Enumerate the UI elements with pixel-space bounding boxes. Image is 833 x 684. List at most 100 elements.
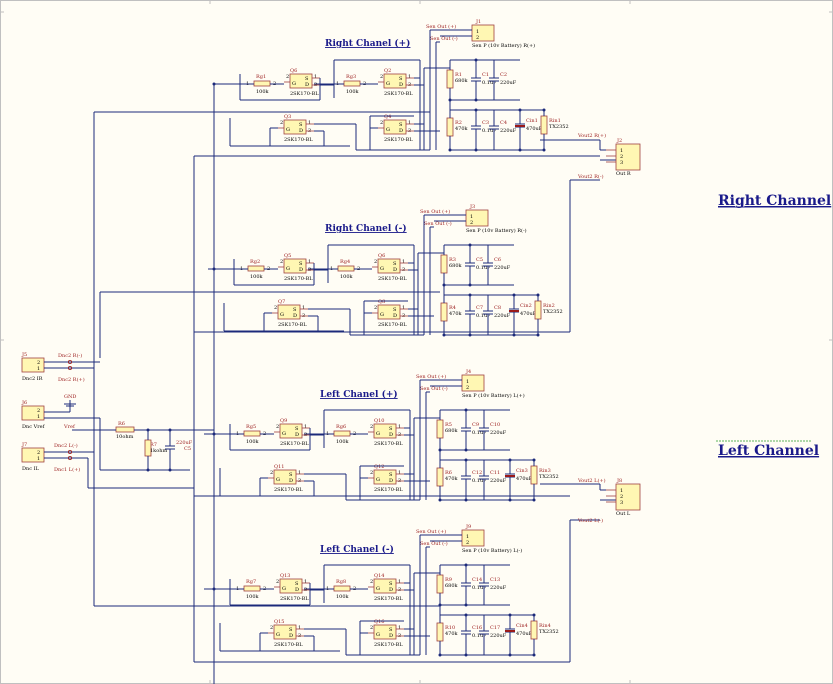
svg-text:470k: 470k: [445, 476, 459, 482]
svg-text:Sen Out (-): Sen Out (-): [420, 540, 448, 547]
svg-text:680k: 680k: [445, 428, 459, 434]
svg-text:C6: C6: [494, 257, 501, 263]
jfet-bottom-right: Q16GSD2132SK170-BL: [368, 619, 404, 648]
svg-text:680k: 680k: [455, 78, 469, 84]
cap-a: C50.1uF: [465, 255, 491, 275]
svg-text:TX2352: TX2352: [549, 124, 569, 130]
svg-text:J1: J1: [475, 19, 481, 25]
svg-text:Sen Out (+): Sen Out (+): [416, 528, 446, 535]
svg-text:G: G: [282, 431, 286, 437]
svg-text:J7: J7: [21, 442, 27, 448]
svg-text:Dnc Vref: Dnc Vref: [22, 424, 46, 430]
svg-text:D: D: [299, 267, 303, 273]
svg-text:2SK170-BL: 2SK170-BL: [374, 596, 403, 602]
svg-text:2: 2: [466, 540, 469, 546]
svg-text:1: 1: [37, 456, 40, 462]
svg-text:C14: C14: [472, 577, 482, 583]
svg-text:S: S: [295, 581, 299, 587]
svg-text:1: 1: [37, 366, 40, 372]
svg-text:2SK170-BL: 2SK170-BL: [374, 642, 403, 648]
svg-text:Out L: Out L: [616, 511, 631, 517]
svg-text:Cin2: Cin2: [520, 303, 532, 309]
svg-text:Vout2 R(+): Vout2 R(+): [577, 132, 606, 139]
svg-text:100k: 100k: [250, 274, 264, 280]
svg-text:2: 2: [280, 120, 283, 126]
svg-text:1: 1: [298, 470, 301, 476]
svg-text:G: G: [376, 632, 380, 638]
svg-text:1: 1: [620, 148, 623, 154]
svg-text:470uF: 470uF: [526, 126, 543, 132]
svg-text:J6: J6: [21, 400, 27, 406]
svg-text:R2: R2: [455, 120, 462, 126]
svg-text:C16: C16: [472, 625, 482, 631]
svg-text:S: S: [393, 261, 397, 267]
svg-text:2: 2: [276, 424, 279, 430]
svg-text:Vout2 L(+): Vout2 L(+): [577, 477, 606, 484]
svg-text:G: G: [286, 127, 290, 133]
svg-text:Q6: Q6: [290, 68, 297, 74]
svg-text:D: D: [295, 587, 299, 593]
svg-text:G: G: [386, 81, 390, 87]
svg-text:Rg7: Rg7: [246, 579, 256, 585]
svg-text:R10: R10: [445, 625, 455, 631]
svg-text:Rg4: Rg4: [340, 259, 350, 265]
svg-text:220uF: 220uF: [494, 265, 511, 271]
right-channel-title: Right Channel: [718, 193, 831, 209]
svg-text:D: D: [399, 128, 403, 134]
svg-text:Rg2: Rg2: [250, 259, 260, 265]
input-connector-j6: J6 2 1 Dnc Vref GND Vref: [21, 394, 190, 471]
svg-text:Rin2: Rin2: [543, 303, 555, 309]
svg-text:D: D: [393, 313, 397, 319]
jfet-top-right: Q14GSD2132SK170-BL: [368, 573, 404, 602]
svg-text:S: S: [389, 581, 393, 587]
svg-text:1: 1: [402, 305, 405, 311]
svg-text:1: 1: [398, 424, 401, 430]
section-right-positive: Right Chanel (+): [325, 38, 410, 49]
svg-text:D: D: [389, 633, 393, 639]
svg-text:Rg3: Rg3: [346, 74, 356, 80]
svg-text:S: S: [389, 627, 393, 633]
svg-text:1: 1: [37, 414, 40, 420]
svg-text:2SK170-BL: 2SK170-BL: [280, 441, 309, 447]
svg-text:C5: C5: [184, 446, 191, 452]
svg-text:2: 2: [380, 74, 383, 80]
svg-text:100k: 100k: [246, 594, 260, 600]
output-connector-right: J2 Out R 1 2 3 Vout2 R(+) Vout2 R(-): [540, 132, 641, 180]
svg-text:S: S: [305, 76, 309, 82]
svg-text:1: 1: [314, 74, 317, 80]
svg-text:Rin3: Rin3: [539, 468, 551, 474]
svg-text:2: 2: [370, 424, 373, 430]
cap-b: C6 220uF: [483, 255, 511, 275]
svg-text:J8: J8: [616, 478, 622, 484]
svg-text:220uF: 220uF: [490, 478, 507, 484]
svg-text:J5: J5: [21, 352, 27, 358]
svg-text:Rin4: Rin4: [539, 623, 551, 629]
svg-text:3: 3: [620, 500, 623, 506]
svg-text:Dnc2 L(-): Dnc2 L(-): [54, 442, 78, 449]
svg-text:D: D: [293, 313, 297, 319]
svg-text:S: S: [299, 261, 303, 267]
svg-text:1: 1: [302, 305, 305, 311]
svg-text:Q12: Q12: [374, 464, 384, 470]
svg-text:D: D: [389, 478, 393, 484]
svg-text:Cin4: Cin4: [516, 623, 528, 629]
svg-text:2SK170-BL: 2SK170-BL: [290, 91, 319, 97]
svg-text:470k: 470k: [455, 126, 469, 132]
